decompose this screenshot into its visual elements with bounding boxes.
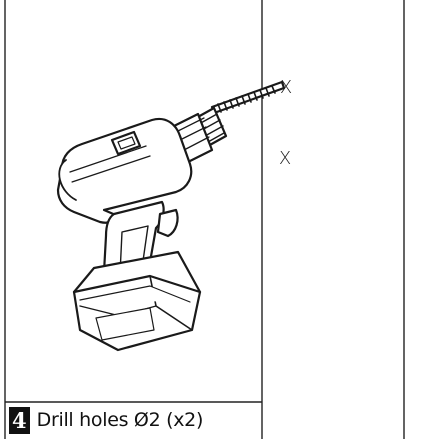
drill-bit <box>210 80 286 115</box>
drill-body <box>56 117 193 224</box>
cordless-drill-illustration <box>56 80 286 352</box>
hole-marker-lower: X <box>279 148 291 169</box>
step-instruction: Drill holes Ø2 (x2) <box>36 409 204 431</box>
step-caption: 4 Drill holes Ø2 (x2) <box>9 405 203 435</box>
panel-borders <box>4 0 405 439</box>
step-number-badge: 4 <box>9 406 30 434</box>
drill-battery <box>72 250 202 352</box>
